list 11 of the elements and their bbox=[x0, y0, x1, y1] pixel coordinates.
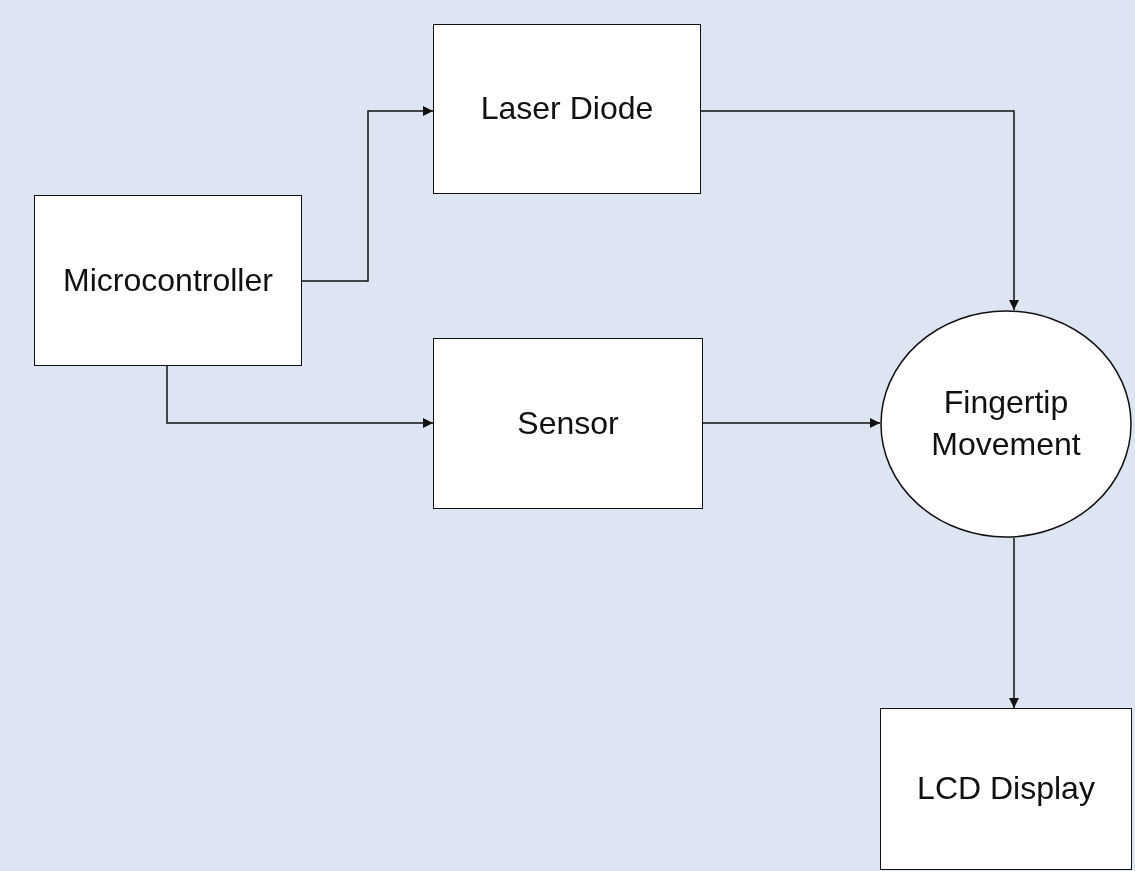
node-label: Fingertip Movement bbox=[931, 383, 1081, 464]
arrow bbox=[301, 106, 434, 282]
arrow bbox=[702, 418, 881, 428]
arrow bbox=[700, 110, 1019, 311]
arrow bbox=[1009, 537, 1019, 709]
arrow bbox=[166, 365, 434, 428]
process-box: Microcontroller bbox=[34, 195, 302, 366]
process-box: LCD Display bbox=[880, 708, 1132, 870]
process-box: Laser Diode bbox=[433, 24, 701, 194]
ellipse-node bbox=[880, 310, 1132, 538]
process-box: Sensor bbox=[433, 338, 703, 509]
